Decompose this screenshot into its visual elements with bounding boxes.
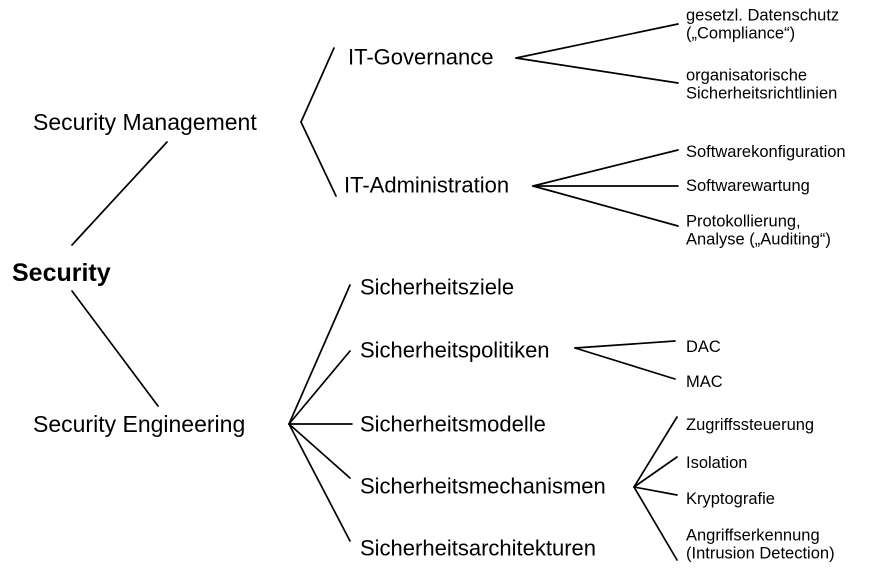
- node-angriffserkennung: Angriffserkennung (Intrusion Detection): [686, 526, 835, 563]
- node-isolation: Isolation: [686, 453, 748, 472]
- edge-security_engineering-to-sicherheitsmechanismen: [288, 423, 351, 479]
- edge-it_administration-to-softwarekonfiguration: [532, 149, 679, 187]
- node-mac: MAC: [686, 372, 723, 391]
- edge-sicherheitsmechanismen-to-zugriffssteuerung: [633, 416, 678, 488]
- node-kryptografie: Kryptografie: [686, 489, 775, 508]
- node-security: Security: [12, 259, 111, 287]
- node-security-engineering: Security Engineering: [33, 411, 246, 438]
- node-softwarekonfiguration: Softwarekonfiguration: [686, 142, 846, 161]
- node-it-administration: IT-Administration: [344, 172, 510, 198]
- node-sicherheitsmechanismen: Sicherheitsmechanismen: [360, 473, 606, 499]
- edge-sicherheitspolitiken-to-dac: [574, 340, 676, 349]
- edge-sicherheitsmechanismen-to-isolation: [633, 456, 678, 488]
- edge-sicherheitsmechanismen-to-angriffserkennung: [633, 486, 678, 561]
- node-dac: DAC: [686, 337, 721, 356]
- node-organisatorische-sicherheitsrichtlinien: organisatorische Sicherheitsrichtlinien: [686, 66, 838, 103]
- node-softwarewartung: Softwarewartung: [686, 176, 810, 195]
- node-sicherheitspolitiken: Sicherheitspolitiken: [360, 337, 550, 363]
- edge-security_engineering-to-sicherheitsarchitekturen: [288, 423, 351, 542]
- edge-sicherheitsmechanismen-to-kryptografie: [633, 486, 678, 496]
- node-it-governance: IT-Governance: [348, 44, 494, 70]
- edge-it_governance-to-organisatorische_richtlinien: [515, 57, 679, 84]
- edge-root-to-security_engineering: [71, 290, 159, 407]
- edge-sicherheitspolitiken-to-mac: [574, 347, 676, 380]
- node-sicherheitsziele: Sicherheitsziele: [360, 274, 515, 300]
- node-gesetzl-datenschutz: gesetzl. Datenschutz („Compliance“): [686, 6, 840, 43]
- edge-it_administration-to-protokollierung: [532, 185, 679, 227]
- edge-root-to-security_management: [71, 141, 168, 246]
- edge-security_management-to-it_governance: [300, 47, 335, 123]
- edge-security_engineering-to-sicherheitspolitiken: [288, 350, 351, 425]
- edge-security_management-to-it_administration: [300, 121, 337, 197]
- edge-security_engineering-to-sicherheitsziele: [288, 284, 351, 425]
- node-protokollierung-analyse: Protokollierung, Analyse („Auditing“): [686, 212, 831, 249]
- node-security-management: Security Management: [33, 109, 257, 136]
- node-zugriffssteuerung: Zugriffssteuerung: [686, 415, 815, 434]
- node-sicherheitsarchitekturen: Sicherheitsarchitekturen: [360, 535, 597, 561]
- node-sicherheitsmodelle: Sicherheitsmodelle: [360, 411, 546, 437]
- edge-it_governance-to-gesetzl_datenschutz: [515, 23, 679, 59]
